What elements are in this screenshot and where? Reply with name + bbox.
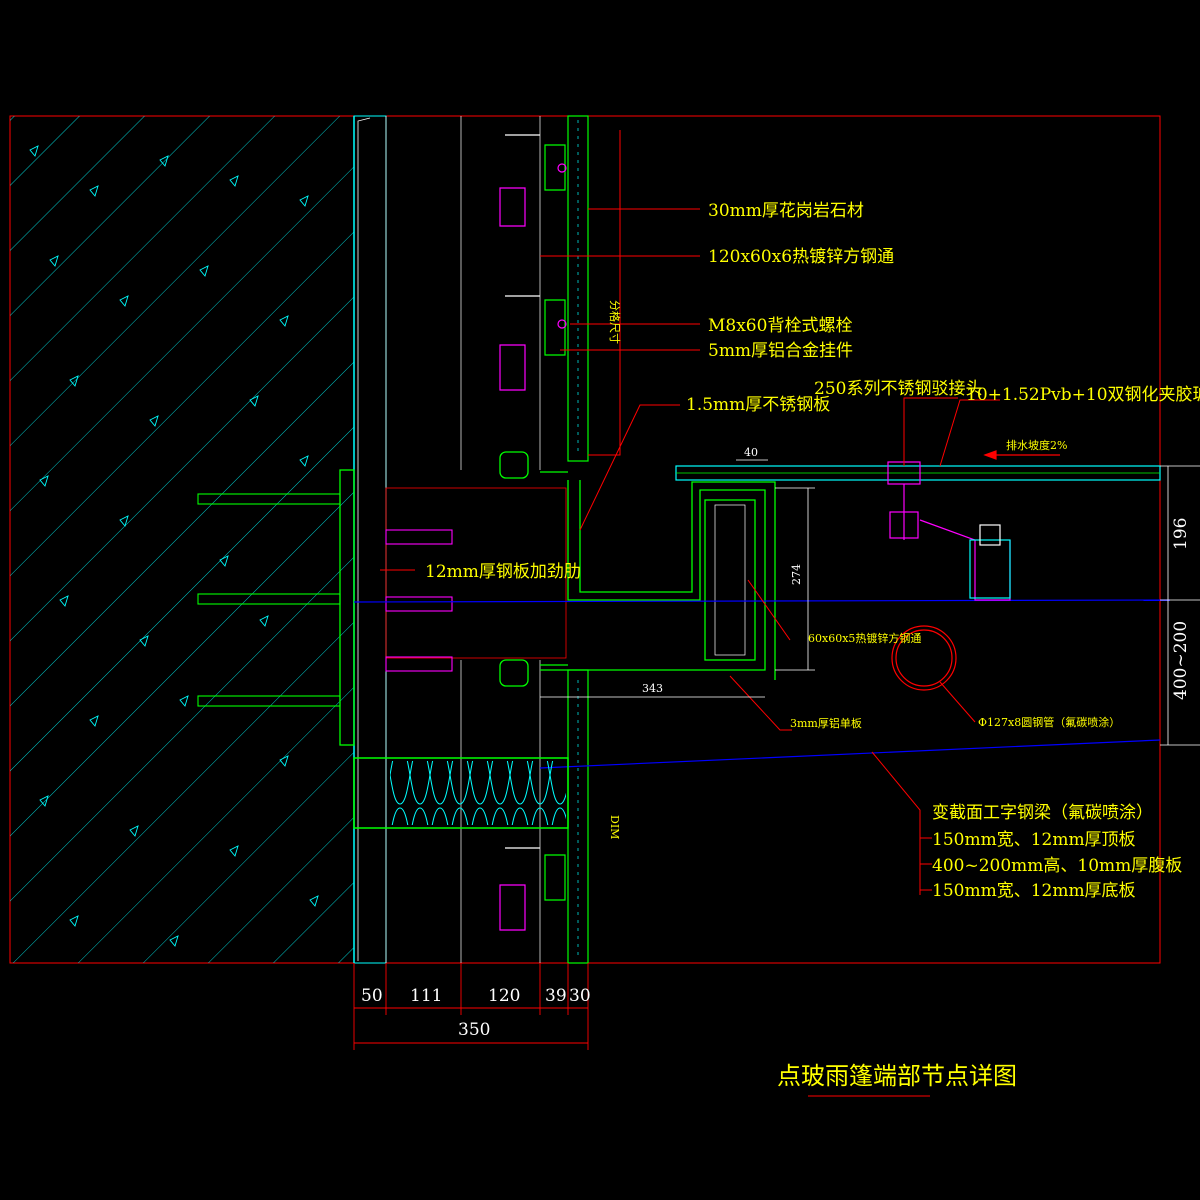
hanger-bracket-3 xyxy=(499,847,566,931)
dim-343: 343 xyxy=(642,682,663,695)
bottom-dimensions xyxy=(353,963,589,1050)
construction-lines xyxy=(385,116,541,963)
drawing-title: 点玻雨篷端部节点详图 xyxy=(777,1062,1017,1097)
insulated-spandrel xyxy=(353,757,569,829)
stone-hanger-brackets xyxy=(499,134,567,931)
dim-40: 40 xyxy=(744,446,758,459)
aggregate-mark xyxy=(159,155,169,167)
hanger-bracket-1 xyxy=(499,134,567,227)
aggregate-mark xyxy=(299,455,309,467)
aggregate-mark xyxy=(249,395,259,407)
title-text: 点玻雨篷端部节点详图 xyxy=(777,1062,1017,1090)
glass-canopy xyxy=(675,461,1161,601)
round-steel-pipe xyxy=(891,625,957,691)
aggregate-mark xyxy=(39,795,49,807)
dim-39: 39 xyxy=(545,986,567,1006)
annotations: 30mm厚花岗岩石材 120x60x6热镀锌方钢通 M8x60背栓式螺栓 5mm… xyxy=(425,201,1200,901)
aggregate-mark xyxy=(69,915,79,927)
aggregate-mark xyxy=(89,185,99,197)
label-glass: 10+1.52Pvb+10双钢化夹胶玻璃 xyxy=(966,385,1200,405)
aggregate-mark xyxy=(219,555,229,567)
right-dimensions xyxy=(540,459,1200,746)
aggregate-mark xyxy=(149,415,159,427)
granite-cladding xyxy=(567,115,589,964)
aggregate-mark xyxy=(119,295,129,307)
label-drain-slope: 排水坡度2% xyxy=(1006,438,1067,452)
label-round-pipe: Φ127x8圆钢管（氟碳喷涂） xyxy=(978,715,1120,729)
canopy-steel-structure xyxy=(339,451,776,746)
label-alu-hanger: 5mm厚铝合金挂件 xyxy=(708,341,853,361)
concrete-aggregate xyxy=(29,145,319,947)
aggregate-mark xyxy=(259,615,269,627)
label-beam-web: 400~200mm高、10mm厚腹板 xyxy=(932,856,1182,876)
label-back-bolt: M8x60背栓式螺栓 xyxy=(708,316,852,336)
label-steel-tube: 120x60x6热镀锌方钢通 xyxy=(708,247,894,267)
dim-120: 120 xyxy=(488,986,520,1006)
dim-30: 30 xyxy=(569,986,591,1006)
drain-arrow xyxy=(983,450,1060,460)
anchor-bolts xyxy=(197,493,453,707)
aggregate-mark xyxy=(229,175,239,187)
aggregate-mark xyxy=(69,375,79,387)
aggregate-mark xyxy=(139,635,149,647)
aggregate-mark xyxy=(279,315,289,327)
aggregate-mark xyxy=(129,825,139,837)
aggregate-mark xyxy=(49,255,59,267)
concrete-wall xyxy=(10,116,355,963)
aggregate-mark xyxy=(169,935,179,947)
label-alu-single: 3mm厚铝单板 xyxy=(790,716,862,730)
dim-400-200: 400~200 xyxy=(1171,621,1191,700)
label-granite: 30mm厚花岗岩石材 xyxy=(708,201,864,221)
dim-196: 196 xyxy=(1171,518,1191,550)
aggregate-mark xyxy=(179,695,189,707)
axis-lines xyxy=(353,599,1171,769)
aggregate-mark xyxy=(39,475,49,487)
label-stainless-plate: 1.5mm厚不锈钢板 xyxy=(686,395,830,415)
aggregate-mark xyxy=(279,755,289,767)
wall-insulation-strip xyxy=(353,115,387,964)
aggregate-mark xyxy=(229,845,239,857)
label-grid-size-top: 分格尺寸 xyxy=(608,300,622,344)
dim-274: 274 xyxy=(790,564,803,585)
aggregate-mark xyxy=(199,265,209,277)
spider-fitting xyxy=(887,461,1011,601)
insulation-zigzag xyxy=(357,117,371,961)
label-beam-top: 150mm宽、12mm厚顶板 xyxy=(932,830,1136,850)
aggregate-mark xyxy=(309,895,319,907)
dim-total-350: 350 xyxy=(458,1020,490,1040)
label-stiffener: 12mm厚钢板加劲肋 xyxy=(425,562,581,582)
aggregate-mark xyxy=(89,715,99,727)
dimension-texts: 50 111 120 39 30 350 196 400~200 40 274 … xyxy=(361,446,1191,1040)
label-beam-title: 变截面工字钢梁（氟碳喷涂） xyxy=(932,803,1153,823)
aggregate-mark xyxy=(299,195,309,207)
label-hinge: 250系列不锈钢驳接头 xyxy=(814,379,982,399)
aggregate-mark xyxy=(29,145,39,157)
leader-lines xyxy=(380,130,1000,895)
aggregate-mark xyxy=(119,515,129,527)
label-grid-size-bottom: DIM xyxy=(608,815,621,839)
aggregate-mark xyxy=(59,595,69,607)
label-beam-bottom: 150mm宽、12mm厚底板 xyxy=(932,881,1136,901)
hanger-bracket-2 xyxy=(499,295,567,391)
dim-50: 50 xyxy=(361,986,383,1006)
dim-111: 111 xyxy=(410,986,442,1006)
label-square-tube: 60x60x5热镀锌方钢通 xyxy=(808,631,921,645)
